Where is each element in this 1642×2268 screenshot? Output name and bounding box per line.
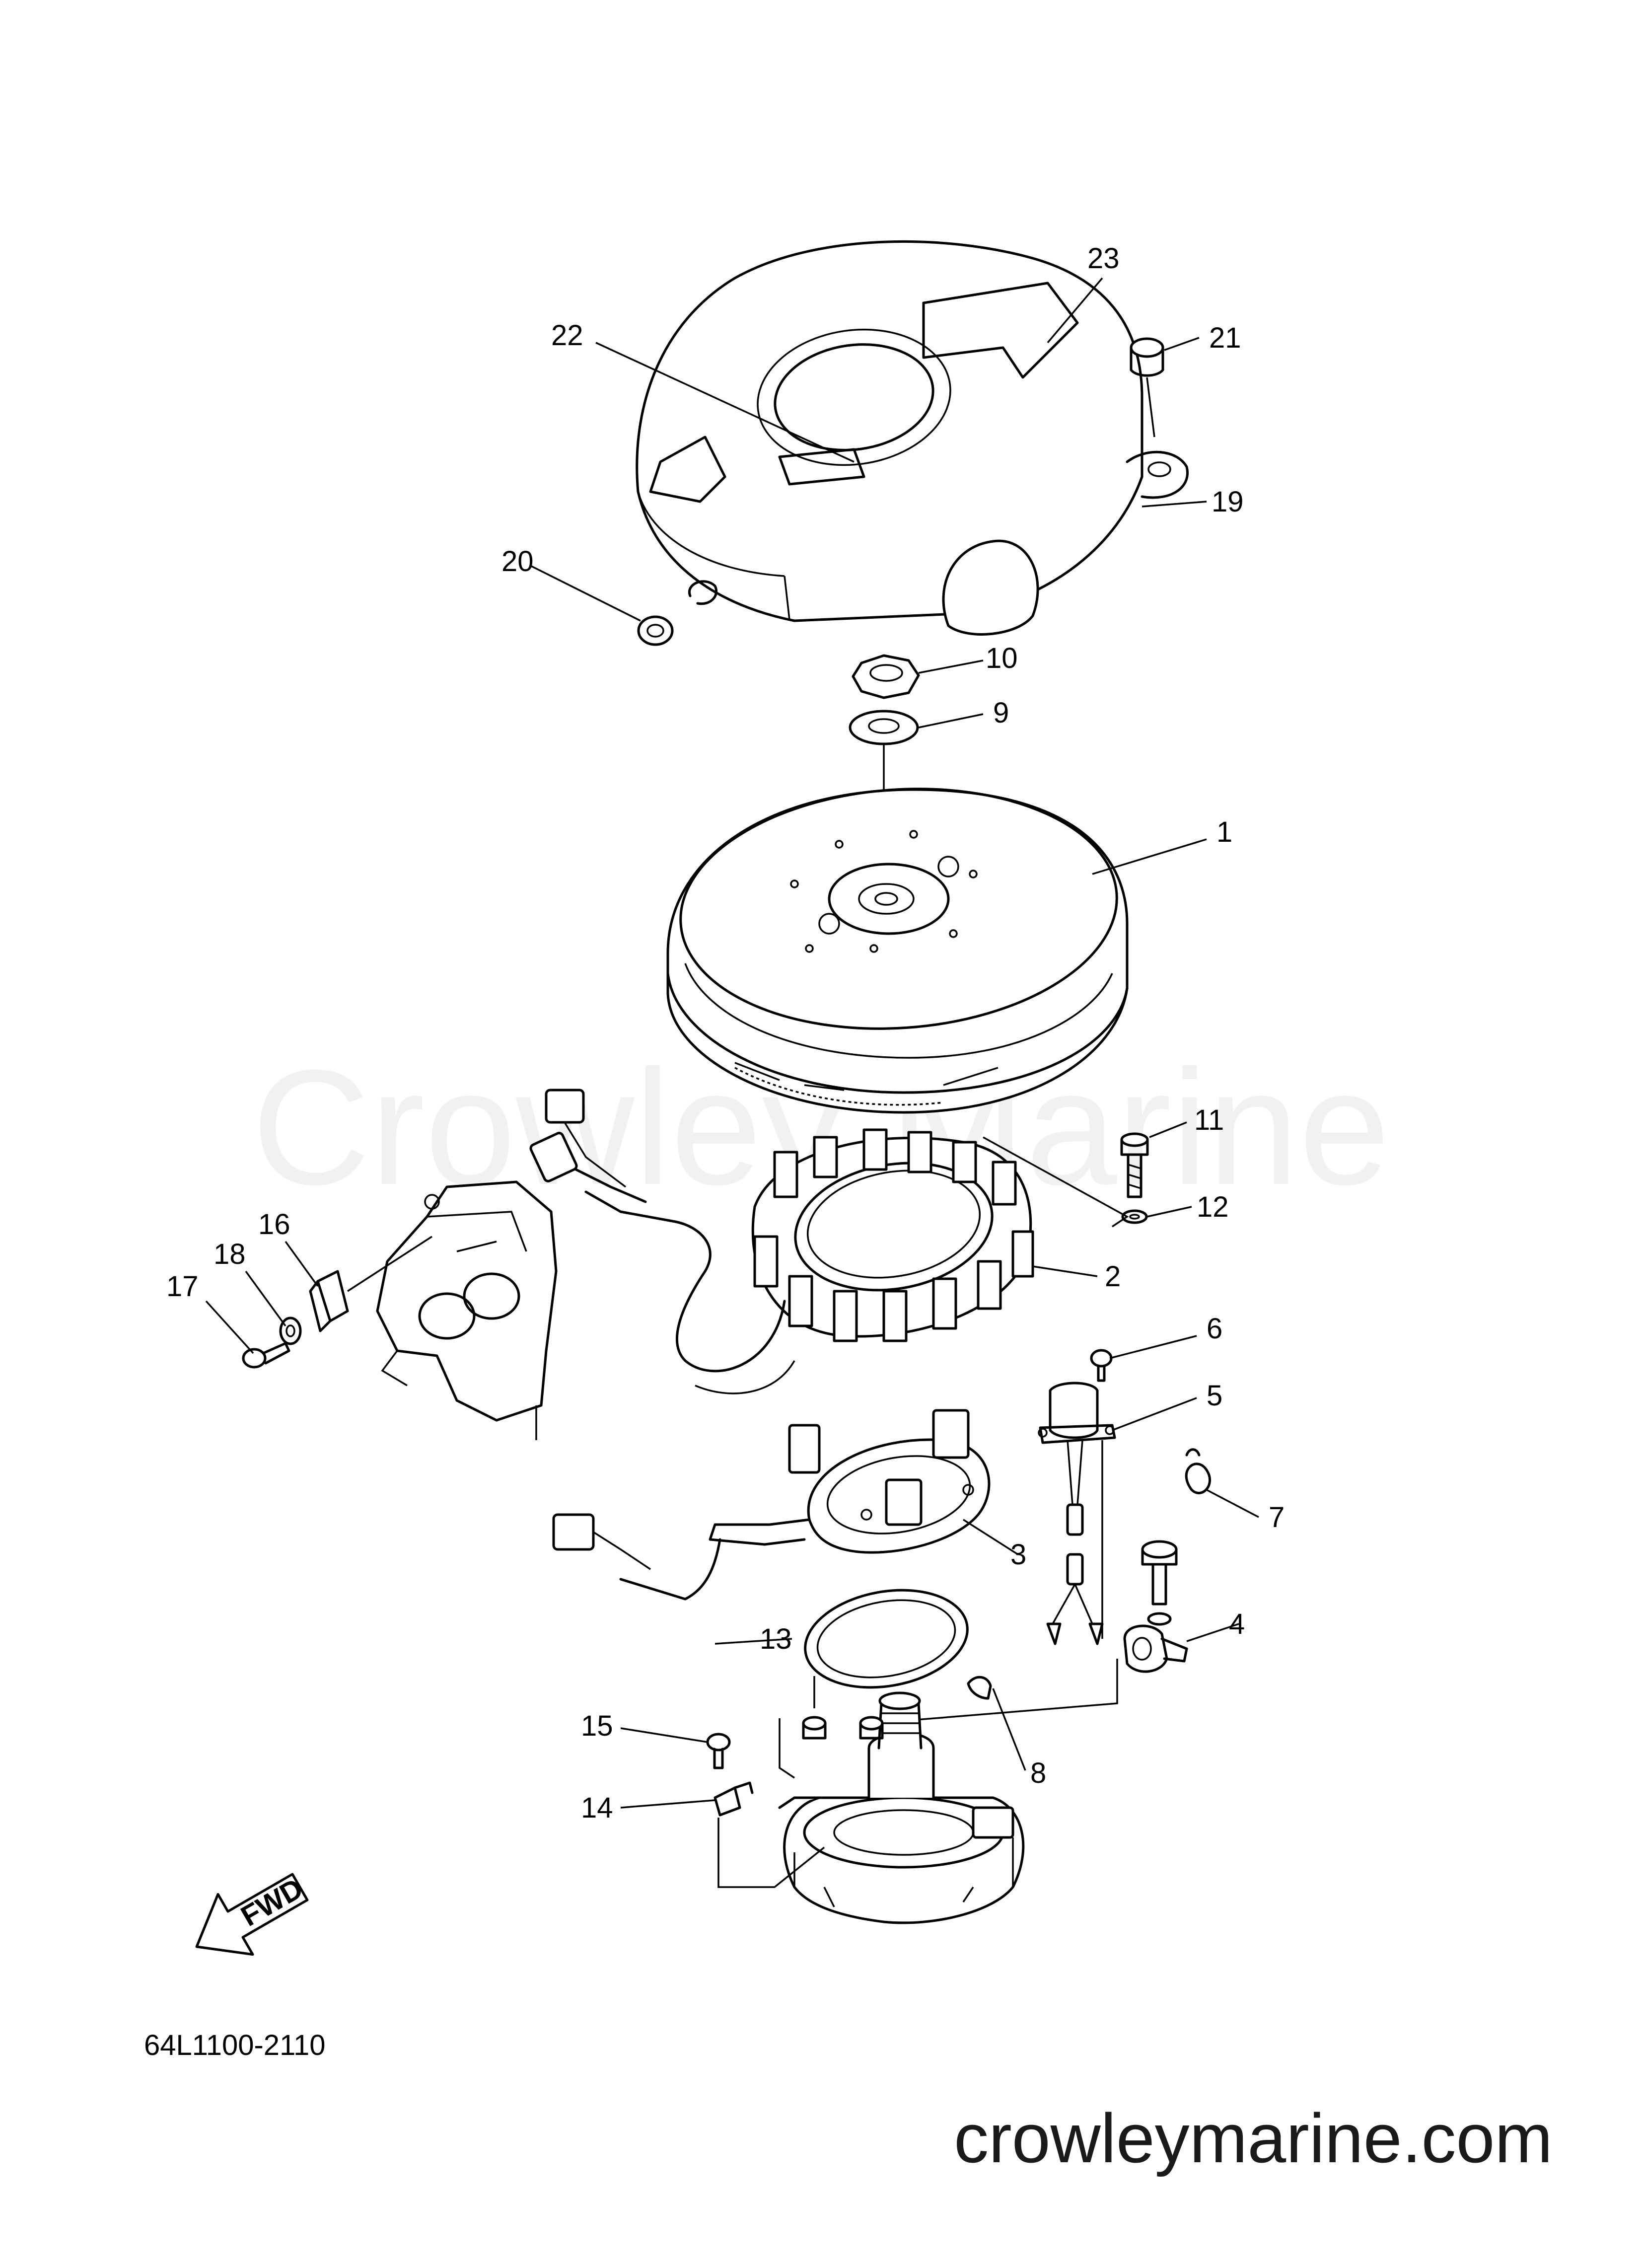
part-19-flywheel-cover [636,240,1189,636]
part-16-clamp [309,1270,349,1332]
callout-1: 1 [1216,816,1232,848]
callout-12: 12 [1197,1191,1229,1223]
engine-block-section [376,1180,558,1440]
part-8-key [967,1676,992,1700]
clamp-alignment-line-2 [873,1659,1118,1724]
callout-4: 4 [1229,1608,1245,1640]
part-14-clip [714,1781,754,1817]
callout-6: 6 [1207,1313,1222,1345]
callout-19: 19 [1212,486,1244,518]
part-18-washer [279,1317,302,1345]
crankcase-base [778,1691,1025,1924]
part-7-clip [1185,1448,1211,1494]
clamp-alignment-line [347,1236,432,1292]
callout-8: 8 [1030,1757,1046,1789]
part-12-washer [1121,1209,1148,1224]
callout-2: 2 [1105,1260,1121,1293]
clip-alignment-line [717,1818,825,1888]
part-2-stator [751,1128,1034,1342]
part-13-ring [804,1589,969,1689]
callout-14: 14 [581,1792,613,1824]
callout-22: 22 [551,319,583,352]
callout-20: 20 [501,545,534,578]
callout-18: 18 [214,1238,246,1270]
clamp-bolt [1141,1540,1178,1626]
callout-11: 11 [1194,1104,1224,1136]
part-3-pulser-coil [552,1409,991,1601]
part-4-clamp [1123,1624,1188,1673]
callout-9: 9 [993,697,1009,729]
callout-7: 7 [1269,1501,1285,1534]
leader-lines [205,277,1259,1809]
part-1-flywheel [666,788,1129,1114]
forward-arrow-icon: FWD [195,1872,309,1956]
part-17-screw [242,1342,290,1369]
callout-23: 23 [1087,242,1120,275]
part-9-washer [849,710,919,745]
stator-wire-harness [529,1089,795,1394]
part-11-bolt [1120,1132,1149,1198]
drawing-number: 64L1100-2110 [144,2029,326,2061]
part-20-grommet [637,615,674,646]
callout-labels: 1 2 3 4 5 6 7 8 9 10 11 12 13 14 15 16 1… [166,242,1285,1824]
part-5-bracket [1038,1382,1116,1645]
callout-3: 3 [1010,1538,1026,1571]
part-21-grommet [1130,337,1164,438]
pin-alignment-line [779,1676,815,1779]
callout-13: 13 [760,1623,792,1655]
site-url: crowleymarine.com [954,2099,1553,2177]
dowel-pins [802,1716,884,1740]
bolt-alignment-line [983,1136,1129,1228]
part-10-nut [852,654,920,699]
callout-15: 15 [581,1710,613,1742]
fwd-label: FWD [235,1872,308,1933]
callout-16: 16 [258,1208,290,1241]
callout-21: 21 [1209,322,1241,354]
callout-17: 17 [166,1270,199,1303]
callout-5: 5 [1207,1380,1222,1412]
part-15-screw [706,1733,731,1769]
part-6-screw [1090,1349,1113,1382]
callout-10: 10 [986,642,1018,674]
